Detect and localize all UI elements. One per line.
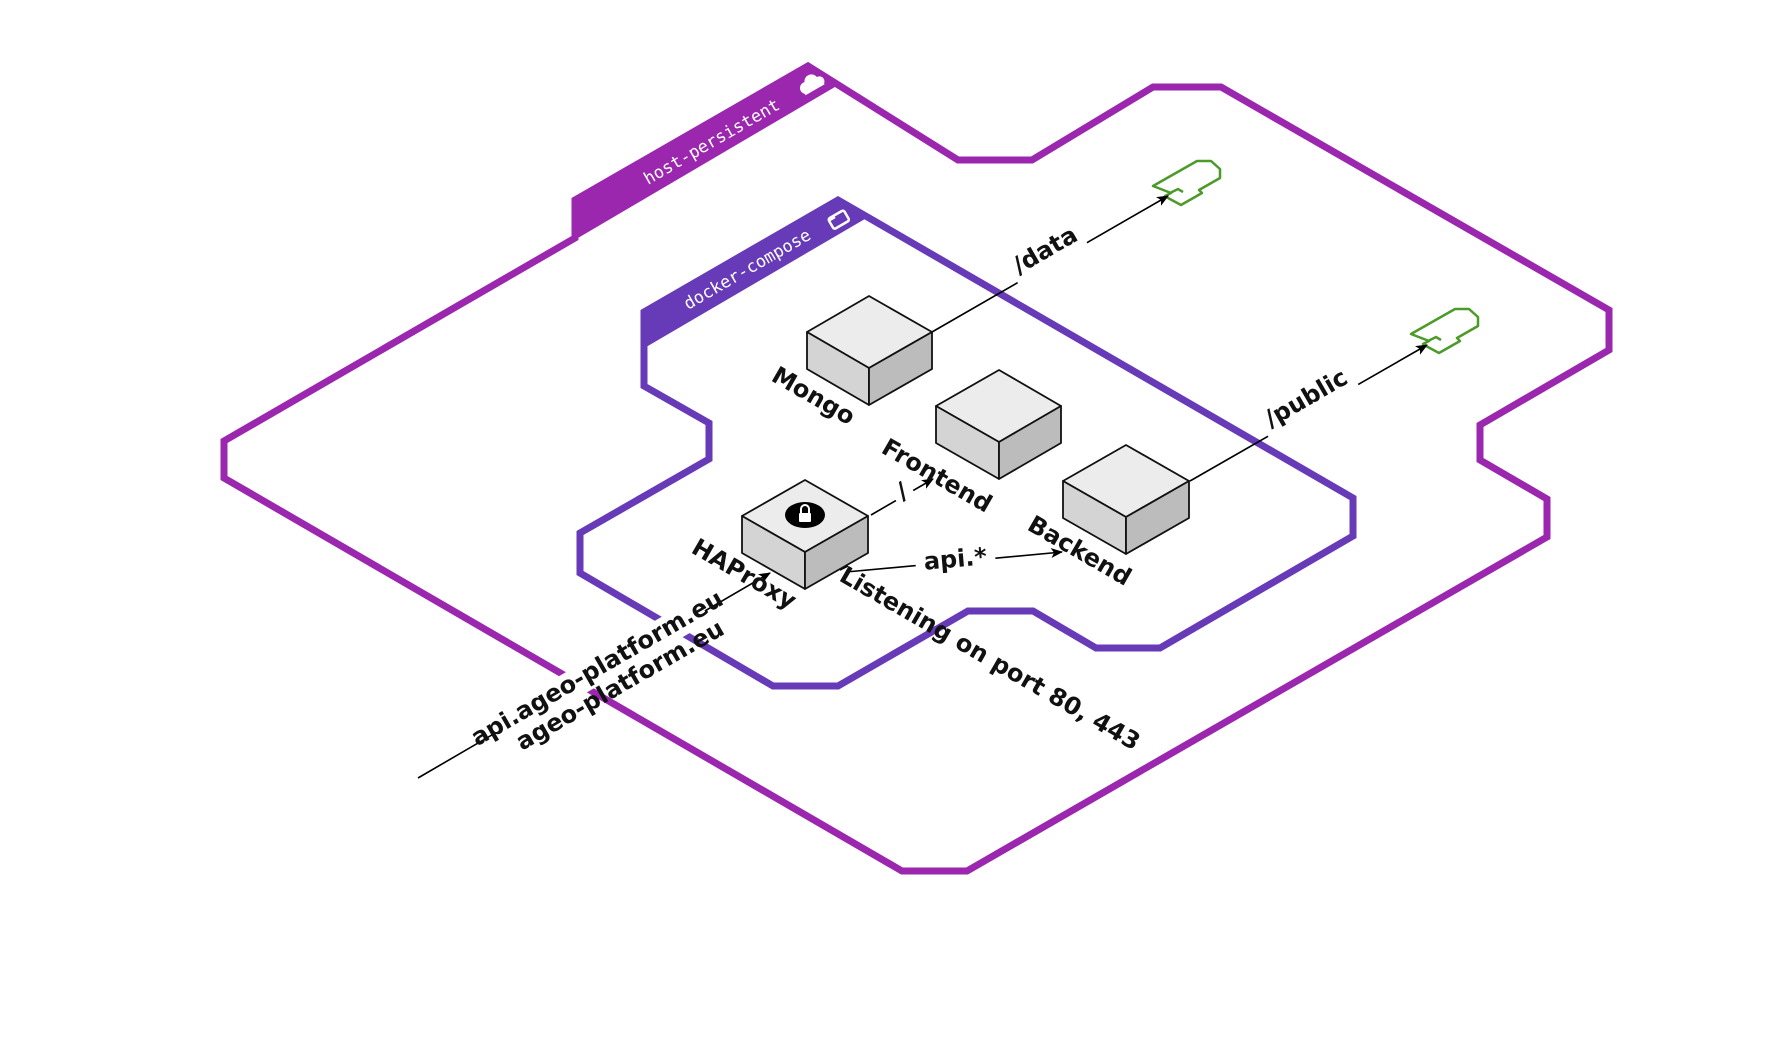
lock-icon <box>785 502 825 528</box>
host-boundary <box>220 61 1613 875</box>
svg-text:api.*: api.* <box>923 542 989 575</box>
compose-tab <box>641 199 870 350</box>
svg-text:/data: /data <box>1008 220 1082 279</box>
data-volume-icon <box>1151 159 1222 207</box>
compose-tab-label: docker-compose <box>681 225 815 314</box>
compose-boundary <box>576 195 1357 690</box>
edge-label-public: /public <box>1254 361 1360 438</box>
folder-icon <box>827 209 851 230</box>
node-backend[interactable]: Backend <box>1023 444 1190 591</box>
host-tab <box>578 66 840 238</box>
svg-text:api.ageo-platform.eu: api.ageo-platform.eu <box>466 584 728 751</box>
edge-label-ingress-api: api.ageo-platform.eu <box>466 584 728 751</box>
svg-text:/public: /public <box>1260 363 1353 433</box>
edge-label-api: api.* <box>914 542 997 579</box>
host-tab-label: host-persistent <box>641 95 784 189</box>
edge-label-root: / <box>887 475 918 509</box>
edge-listening <box>839 565 849 571</box>
edge-label-data: /data <box>1004 219 1088 284</box>
node-mongo[interactable]: Mongo <box>767 295 933 431</box>
cloud-icon <box>800 74 825 96</box>
public-volume-icon <box>1409 307 1480 355</box>
